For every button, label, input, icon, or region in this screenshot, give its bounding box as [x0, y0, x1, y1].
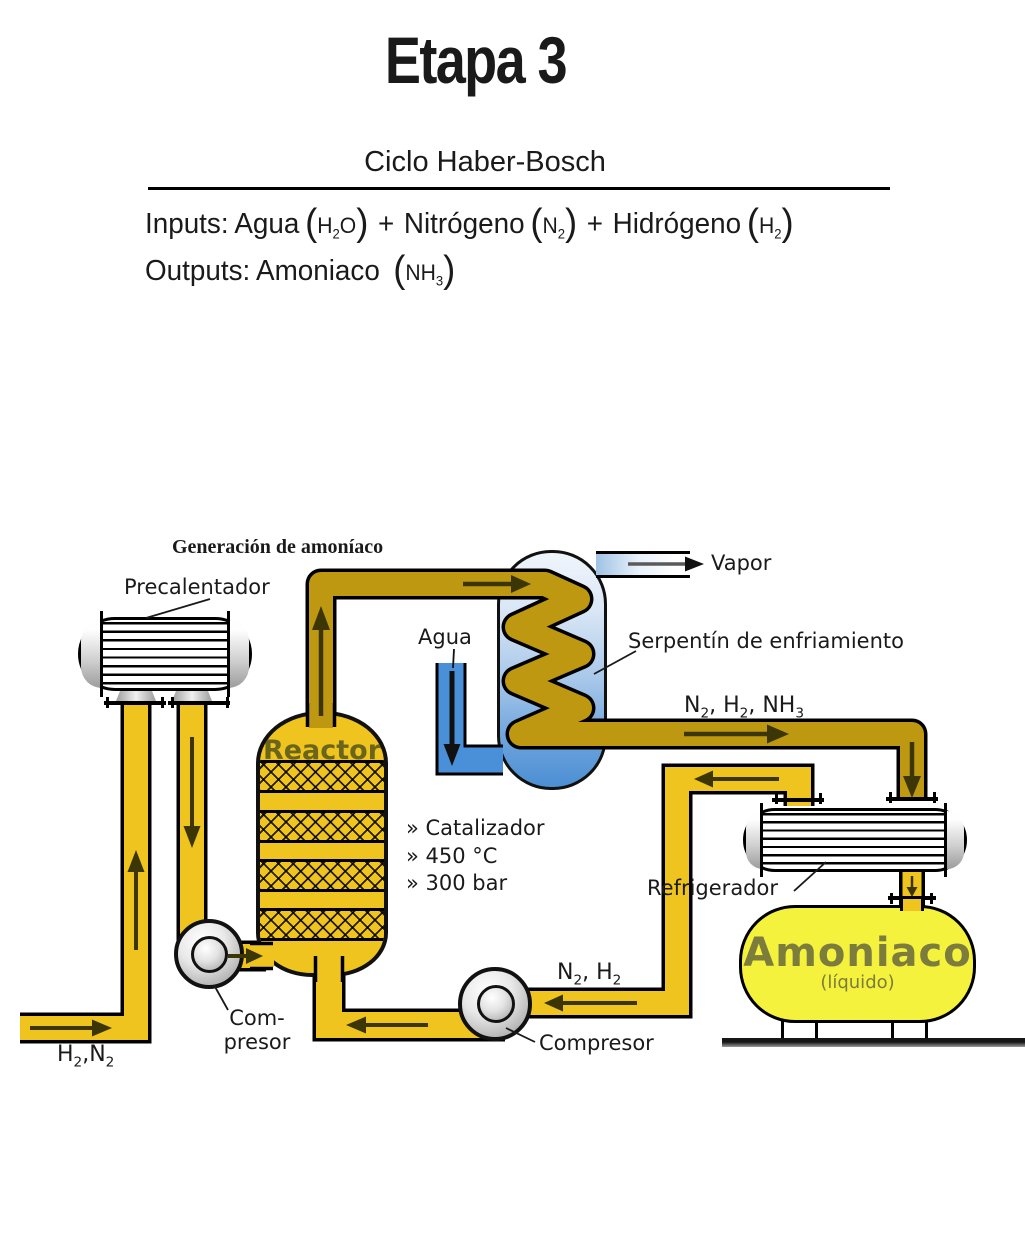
arrow-to-coil: [511, 575, 531, 593]
cooler-tubesheet-right: [944, 803, 947, 877]
arrow-feed-right: [92, 1019, 112, 1037]
catalyst-bed: [260, 859, 384, 892]
reactor-vessel: Reactor: [256, 711, 388, 977]
input-nitrogeno: Nitrógeno: [403, 208, 525, 240]
input-agua: Agua: [234, 208, 300, 240]
formula-h2o: H2O: [317, 213, 357, 242]
tank-label: Amoniaco: [743, 930, 972, 976]
preheater-left-cap: [81, 620, 102, 688]
arrow-water-down: [443, 744, 461, 766]
formula-h2: H2: [759, 213, 782, 242]
catalyst-bullet: » Catalizador: [406, 816, 545, 840]
arrow-into-compressor2: [544, 994, 563, 1012]
input-hidrogeno: Hidrógeno: [612, 208, 742, 240]
flange-tick: [889, 792, 892, 803]
arrow-down-to-cooler: [903, 776, 921, 798]
compressor1-label: Com- presor: [217, 1006, 297, 1054]
diagram-subtitle: Ciclo Haber-Bosch: [364, 146, 606, 178]
preheater-nozzle-left: [116, 691, 156, 701]
compressor2-leader: [505, 1027, 536, 1043]
arrow-into-reactor: [246, 948, 263, 964]
catalyst-bed: [260, 760, 384, 793]
flange-tick: [930, 893, 933, 904]
cooler-tubes: [763, 813, 944, 867]
cooler-label: Refrigerador: [647, 876, 778, 900]
inputs-label: Inputs:: [145, 208, 229, 240]
water-arrows: [443, 648, 461, 766]
flange-tick: [819, 793, 822, 804]
cooler-bottom-flange: [888, 896, 936, 900]
flange-tick: [226, 697, 229, 708]
cooler-flange-right: [886, 797, 938, 801]
flange-tick: [106, 697, 109, 708]
cooler-right-cap: [947, 811, 964, 869]
cooler-flange-left: [772, 798, 824, 802]
pipe-junction-stubs: [250, 703, 924, 982]
outputs-line: Outputs:Amoniaco(NH3): [145, 249, 456, 291]
cooler-tubesheet-left: [760, 803, 763, 877]
page-title: Etapa 3: [384, 23, 567, 97]
compressor1-leader: [213, 984, 229, 1011]
vapor-arrow: [628, 556, 704, 572]
water-label: Agua: [418, 625, 472, 649]
cooling-coil-label: Serpentín de enfriamiento: [628, 629, 904, 653]
arrow-to-tank: [906, 887, 918, 897]
tank-state-label: (líquido): [820, 972, 895, 993]
outputs-label: Outputs:: [145, 255, 251, 287]
arrow-recycle-left-top: [694, 770, 713, 788]
outlet-stream-label: N2, H2, NH3: [684, 693, 805, 722]
cooler-left-cap: [746, 811, 763, 869]
section-title: Generación de amoníaco: [172, 536, 384, 558]
arrow-reactor-up: [312, 606, 330, 630]
flange-tick: [933, 792, 936, 803]
catalyst-bed: [260, 810, 384, 843]
arrow-coil-out: [767, 724, 789, 744]
compressor2-hub: [477, 985, 515, 1023]
compressor1-hub: [191, 936, 228, 973]
compressor1-label-line1: Com-: [229, 1006, 285, 1030]
arrow-down-to-compressor1: [183, 826, 201, 848]
preheater-flange-right: [168, 701, 230, 705]
preheater-label: Precalentador: [124, 575, 270, 599]
compressor1-label-line2: presor: [223, 1030, 291, 1054]
flange-tick: [161, 697, 164, 708]
formula-n2: N2: [542, 213, 566, 242]
arrow-up-to-preheater: [127, 850, 145, 872]
ground-line: [722, 1038, 1025, 1047]
coil-leader: [593, 650, 637, 675]
compressor2-label: Compresor: [539, 1031, 654, 1055]
leader-lines: [145, 598, 827, 1043]
preheater-tubes: [103, 622, 228, 686]
catalyst-bed: [260, 908, 384, 941]
vapor-label: Vapor: [711, 551, 772, 575]
ammonia-tank: Amoniaco (líquido): [739, 905, 976, 1023]
formula-nh3: NH3: [405, 260, 444, 289]
recycle-stream-label: N2, H2: [557, 960, 622, 989]
temperature-bullet: » 450 °C: [406, 844, 498, 868]
flange-tick: [890, 893, 893, 904]
subtitle-underline: [148, 187, 890, 190]
flow-arrows: [30, 575, 921, 1037]
preheater-tubesheet-right: [227, 611, 230, 697]
preheater-nozzle-right: [172, 691, 212, 701]
pressure-bullet: » 300 bar: [406, 871, 508, 895]
preheater-leader: [145, 598, 211, 619]
flange-tick: [775, 793, 778, 804]
preheater-tubesheet-left: [100, 611, 103, 697]
arrow-recycle-left-bottom: [346, 1016, 366, 1034]
inputs-line: Inputs:Agua(H2O)+Nitrógeno(N2)+Hidrógeno…: [145, 202, 794, 244]
preheater-right-cap: [228, 620, 249, 688]
compressor2-body: [458, 967, 532, 1041]
flange-tick: [171, 697, 174, 708]
cooler-leader: [793, 861, 827, 892]
feed-stream-label: H2,N2: [57, 1042, 115, 1071]
output-amoniaco: Amoniaco: [256, 255, 380, 287]
preheater-flange-left: [104, 701, 166, 705]
